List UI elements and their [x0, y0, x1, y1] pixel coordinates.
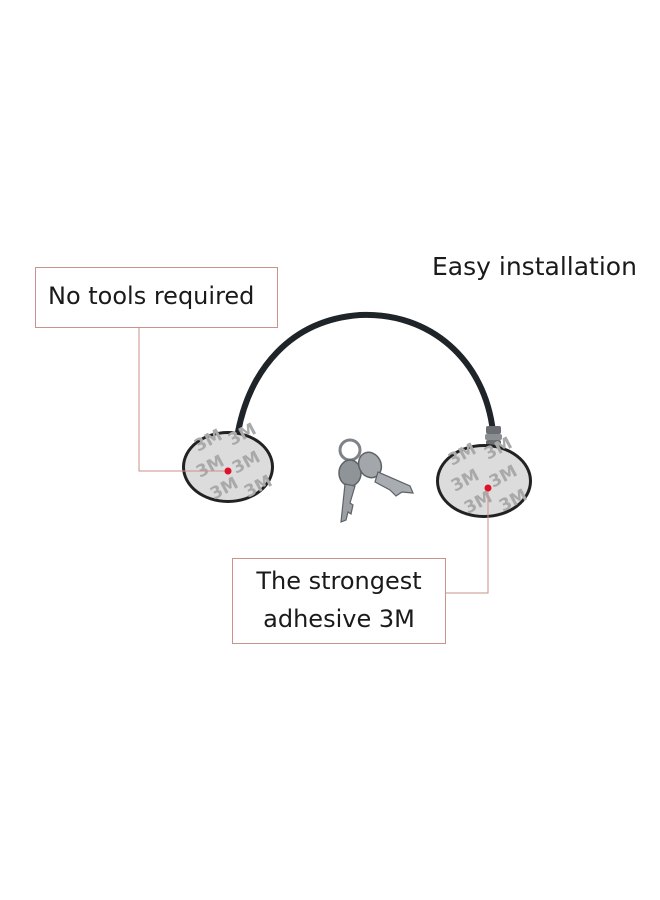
- left-adhesive-pad: 3M 3M 3M 3M 3M 3M: [182, 419, 276, 504]
- easy-installation-caption: Easy installation: [432, 252, 637, 281]
- adhesive-callout: The strongest adhesive 3M: [232, 558, 446, 644]
- right-adhesive-pad: 3M 3M 3M 3M 3M 3M: [436, 433, 532, 518]
- marker-dot-right: [484, 484, 492, 492]
- marker-dot-left: [224, 467, 232, 475]
- callout-line-no-tools: [138, 328, 228, 472]
- keys-icon: [338, 438, 414, 523]
- adhesive-label-line1: The strongest: [256, 567, 422, 595]
- callout-line-adhesive: [446, 488, 489, 594]
- no-tools-label: No tools required: [48, 282, 255, 310]
- adhesive-label-line2: adhesive 3M: [263, 605, 415, 633]
- no-tools-callout: No tools required: [35, 267, 278, 328]
- security-cable: [235, 311, 496, 435]
